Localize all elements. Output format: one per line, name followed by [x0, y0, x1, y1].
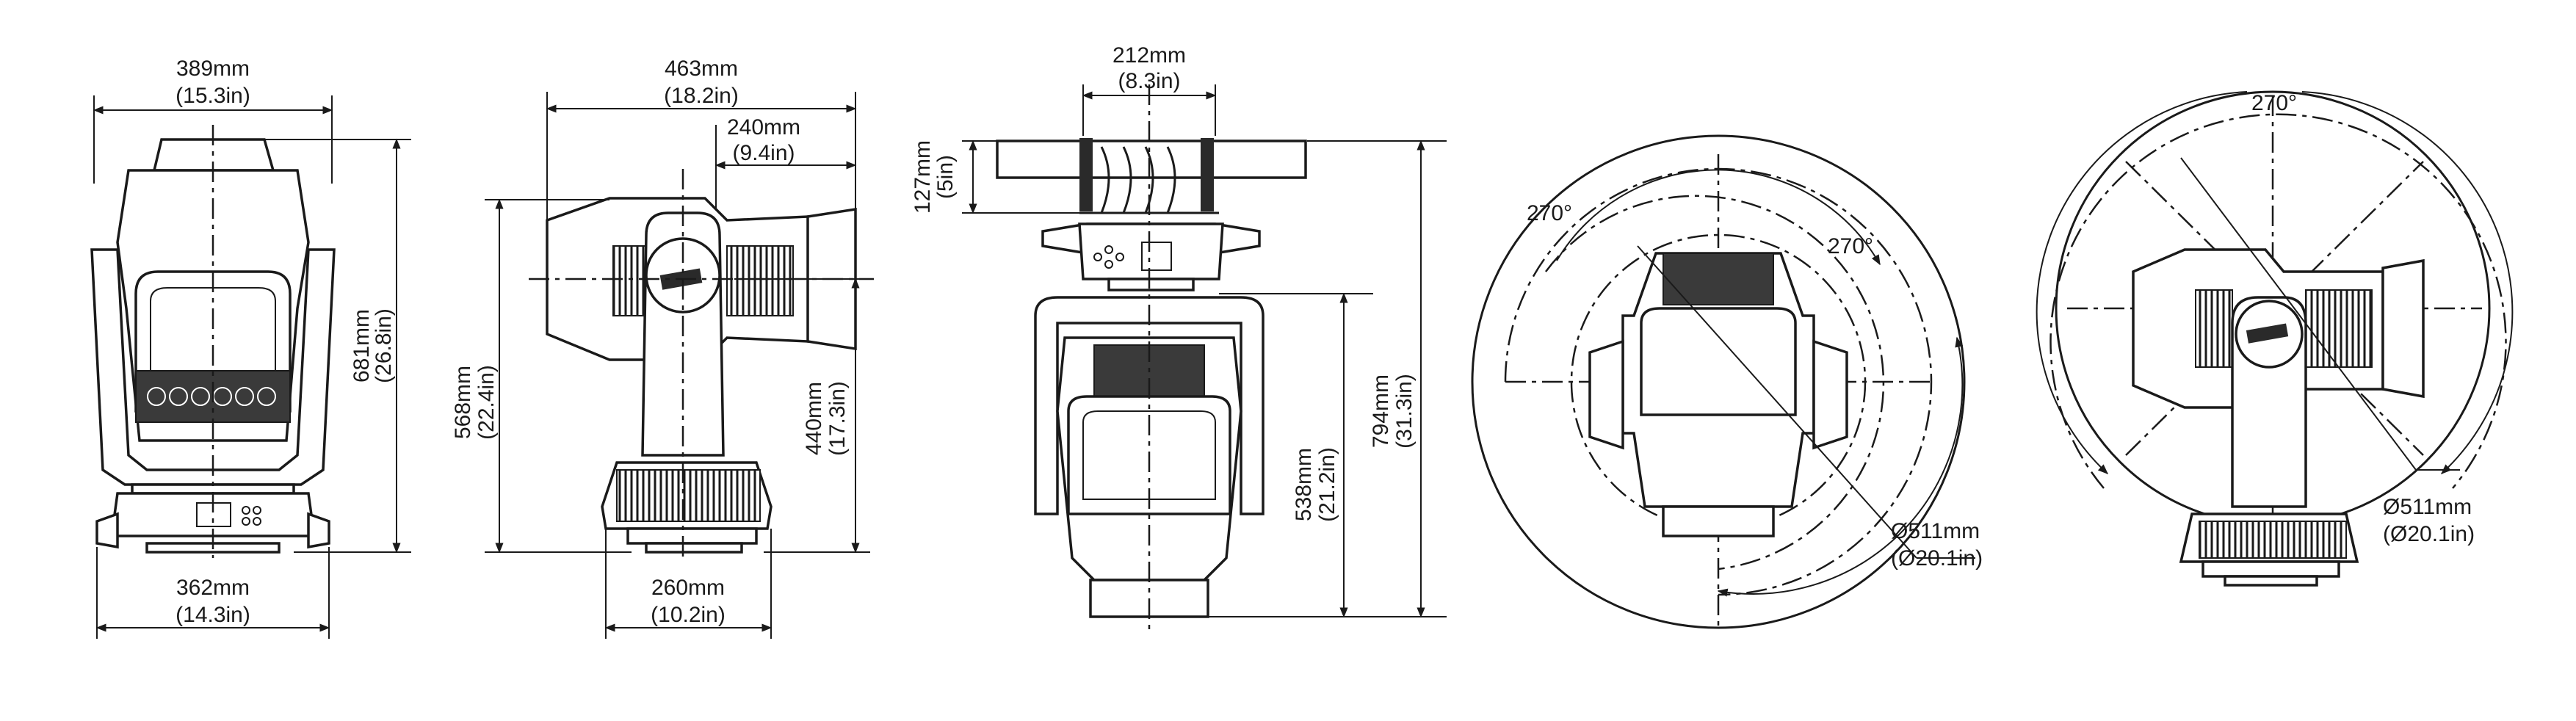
side-height-in: (22.4in): [474, 365, 499, 440]
side-tilt-height-in: (17.3in): [825, 381, 850, 456]
tilt-view: 270° Ø511mm (Ø20.1in): [2036, 90, 2514, 587]
tilt-diameter-in: (Ø20.1in): [2383, 522, 2475, 546]
side-head-front-in: (9.4in): [732, 141, 795, 165]
hang-clamp-width-in: (8.3in): [1118, 69, 1180, 93]
pan-angle-outer: 270°: [1527, 201, 1572, 225]
pan-view: 270° 270° Ø511mm (Ø20.1in): [1471, 134, 1983, 631]
tilt-angle: 270°: [2251, 91, 2297, 115]
front-width-top: 389mm: [176, 57, 250, 81]
hang-total-height-in: (31.3in): [1392, 374, 1417, 449]
side-depth-in: (18.2in): [664, 84, 739, 108]
hang-clamp-height: 127mm: [911, 140, 935, 214]
pan-diameter-in: (Ø20.1in): [1891, 546, 1983, 570]
front-width-top-in: (15.3in): [176, 84, 250, 108]
pan-angle-inner: 270°: [1828, 234, 1873, 258]
front-height: 681mm: [350, 309, 374, 383]
hang-clamp-height-in: (5in): [933, 155, 958, 199]
front-width-bottom-in: (14.3in): [176, 603, 250, 627]
side-base-width-in: (10.2in): [651, 603, 726, 627]
side-depth: 463mm: [665, 57, 738, 81]
side-head-front: 240mm: [727, 115, 800, 140]
front-view: 389mm (15.3in) 681mm (26.8in) 362mm (14.…: [90, 57, 411, 639]
side-tilt-height: 440mm: [802, 382, 826, 455]
side-height: 568mm: [451, 366, 475, 439]
pan-diameter: Ø511mm: [1891, 519, 1980, 543]
tilt-diameter: Ø511mm: [2383, 495, 2472, 519]
hang-yoke-height: 538mm: [1292, 448, 1316, 521]
hanging-view: 212mm (8.3in) 127mm (5in) 538mm (21.2in)…: [911, 43, 1447, 631]
hang-clamp-width: 212mm: [1112, 43, 1186, 68]
front-width-bottom: 362mm: [176, 576, 250, 600]
front-height-in: (26.8in): [372, 308, 396, 383]
side-base-width: 260mm: [651, 576, 725, 600]
hang-yoke-height-in: (21.2in): [1315, 447, 1339, 522]
hang-total-height: 794mm: [1369, 374, 1393, 448]
side-view: 463mm (18.2in) 240mm (9.4in) 568mm (22.4…: [451, 57, 874, 639]
